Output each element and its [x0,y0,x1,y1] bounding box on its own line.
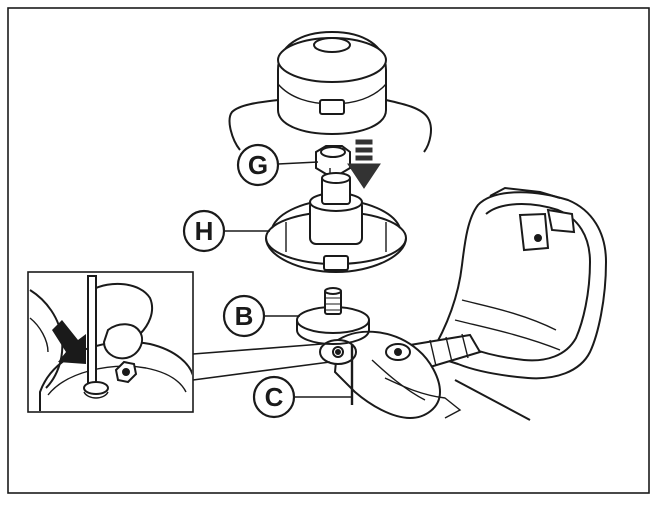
nut-g [315,145,351,175]
trimmer-guard [428,186,608,380]
washer-b [296,287,370,346]
callout-c: C [252,375,296,419]
callout-b-label: B [235,301,254,331]
callout-g-label: G [248,150,268,180]
diagram-frame [7,7,650,494]
callout-b: B [222,294,266,338]
callout-g: G [236,143,280,187]
inset-connector-bottom [192,361,331,381]
down-arrow-icon [347,139,381,189]
spool-hub-h [265,172,407,274]
gear-head [319,330,462,420]
callout-h: H [182,209,226,253]
spool-cover [228,30,432,153]
callout-c-label: C [265,382,284,412]
leader-lines [224,161,353,405]
callout-h-label: H [195,216,214,246]
inset-arrow-icon [52,320,86,364]
detail-inset [27,271,194,413]
inset-connector-top [192,343,323,355]
